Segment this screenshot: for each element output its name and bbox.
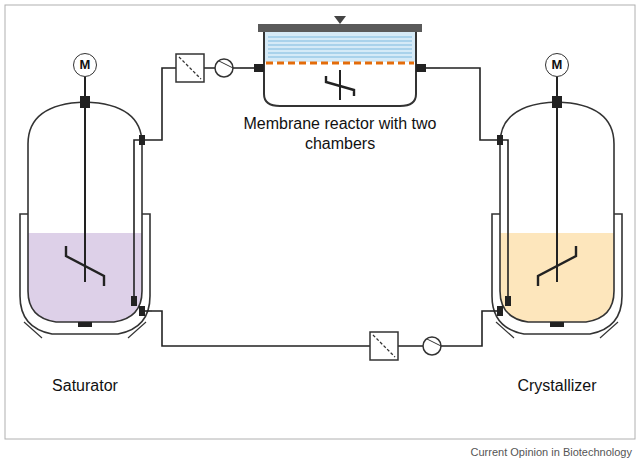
pump-symbol	[423, 337, 441, 355]
equipment-label: Membrane reactor with two chambers	[240, 114, 440, 154]
saturator-vessel: Saturator	[18, 96, 152, 398]
membrane-reactor: Membrane reactor with two chambers	[240, 10, 440, 156]
pipe-line	[440, 68, 490, 140]
vessel-drawing	[490, 96, 624, 341]
motor-shaft	[556, 77, 558, 96]
vessel-drawing	[18, 96, 152, 341]
motor-circle: M	[73, 53, 97, 77]
filter-symbol	[370, 332, 398, 360]
motor-shaft	[84, 77, 86, 96]
equipment-label: Crystallizer	[490, 376, 624, 396]
motor-label: M	[80, 57, 91, 73]
pump-symbol	[215, 59, 233, 77]
motor-label: M	[552, 57, 563, 73]
filter-symbol	[176, 54, 204, 82]
membrane-reactor-drawing	[240, 10, 440, 110]
source-credit: Current Opinion in Biotechnology	[471, 446, 632, 458]
crystallizer-vessel: Crystallizer	[490, 96, 624, 398]
equipment-label: Saturator	[18, 376, 152, 396]
motor-circle: M	[545, 53, 569, 77]
